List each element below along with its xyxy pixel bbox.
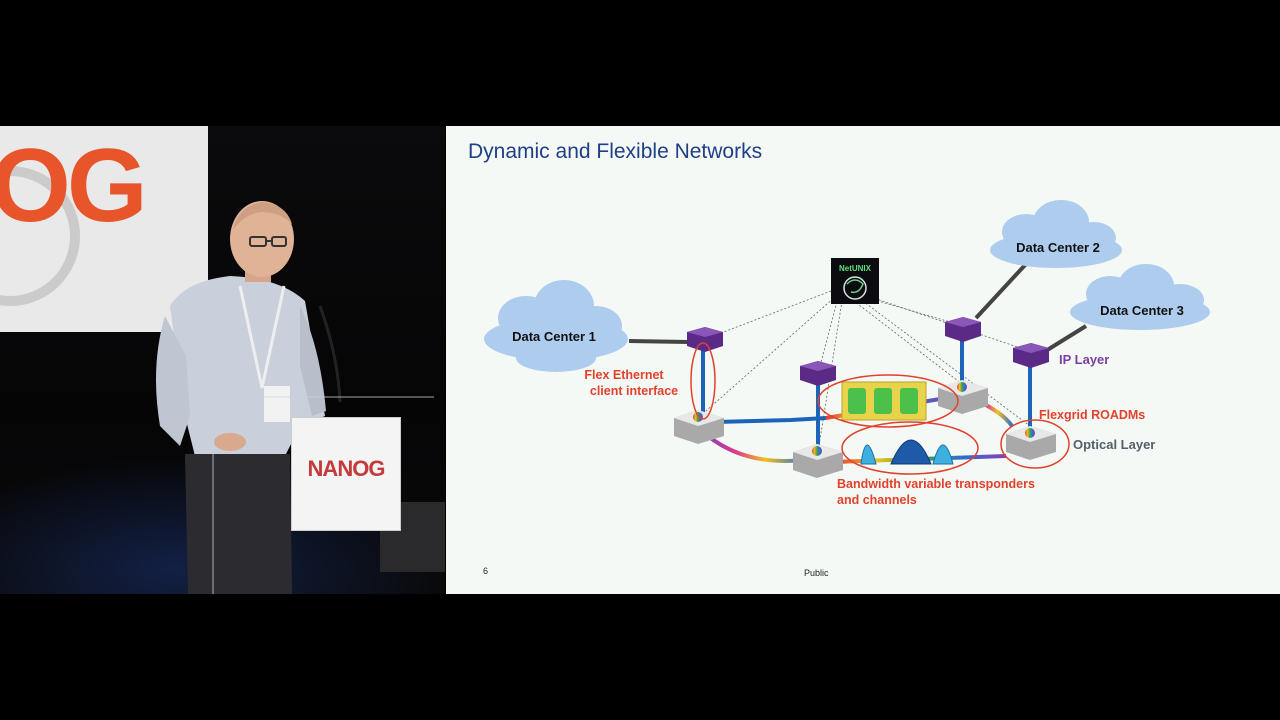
cloud-icon [990,200,1122,268]
flex-ethernet-label-line2: client interface [590,384,678,398]
router-icon [1013,343,1049,368]
data-center-2-label: Data Center 2 [1016,240,1100,255]
roadm-icon [674,410,724,444]
roadm-icon [793,444,843,478]
cloud-icon [1070,264,1210,330]
flex-ethernet-clients [841,381,927,421]
roadm-icon [1006,426,1056,460]
data-center-3-label: Data Center 3 [1100,303,1184,318]
network-diagram: Data Center 1 Data Center 2 Data Center … [484,200,1210,507]
slide-page-number: 6 [483,566,489,576]
transponder-channels [860,439,954,465]
controller-label: NetUNIX [839,264,872,273]
podium-logo-text: NANOG [307,456,386,481]
ip-layer-label: IP Layer [1059,352,1109,367]
slide-title: Dynamic and Flexible Networks [468,140,763,163]
router-icon [945,317,981,342]
transponders-label-line2: and channels [837,493,917,507]
cloud-icon [484,280,628,372]
presentation-slide: Dynamic and Flexible Networks [446,126,1280,594]
podium-sign: NANOG [292,418,400,530]
controller-icon: NetUNIX [831,258,879,304]
nanog-banner: OG [0,126,208,332]
banner-logo-text: OG [0,128,148,244]
slide-classification: Public [804,568,829,578]
flexgrid-roadms-label: Flexgrid ROADMs [1039,408,1145,422]
router-icon [800,361,836,386]
presenter-figure [156,201,342,594]
transponders-label-line1: Bandwidth variable transponders [837,477,1035,491]
roadm-icon [938,380,988,414]
podium-glass [212,396,434,594]
optical-layer-label: Optical Layer [1073,437,1155,452]
data-center-1-label: Data Center 1 [512,329,596,344]
router-icon [687,327,723,352]
flex-ethernet-label-line1: Flex Ethernet [584,368,664,382]
stage-video: OG NANOG [0,126,445,594]
